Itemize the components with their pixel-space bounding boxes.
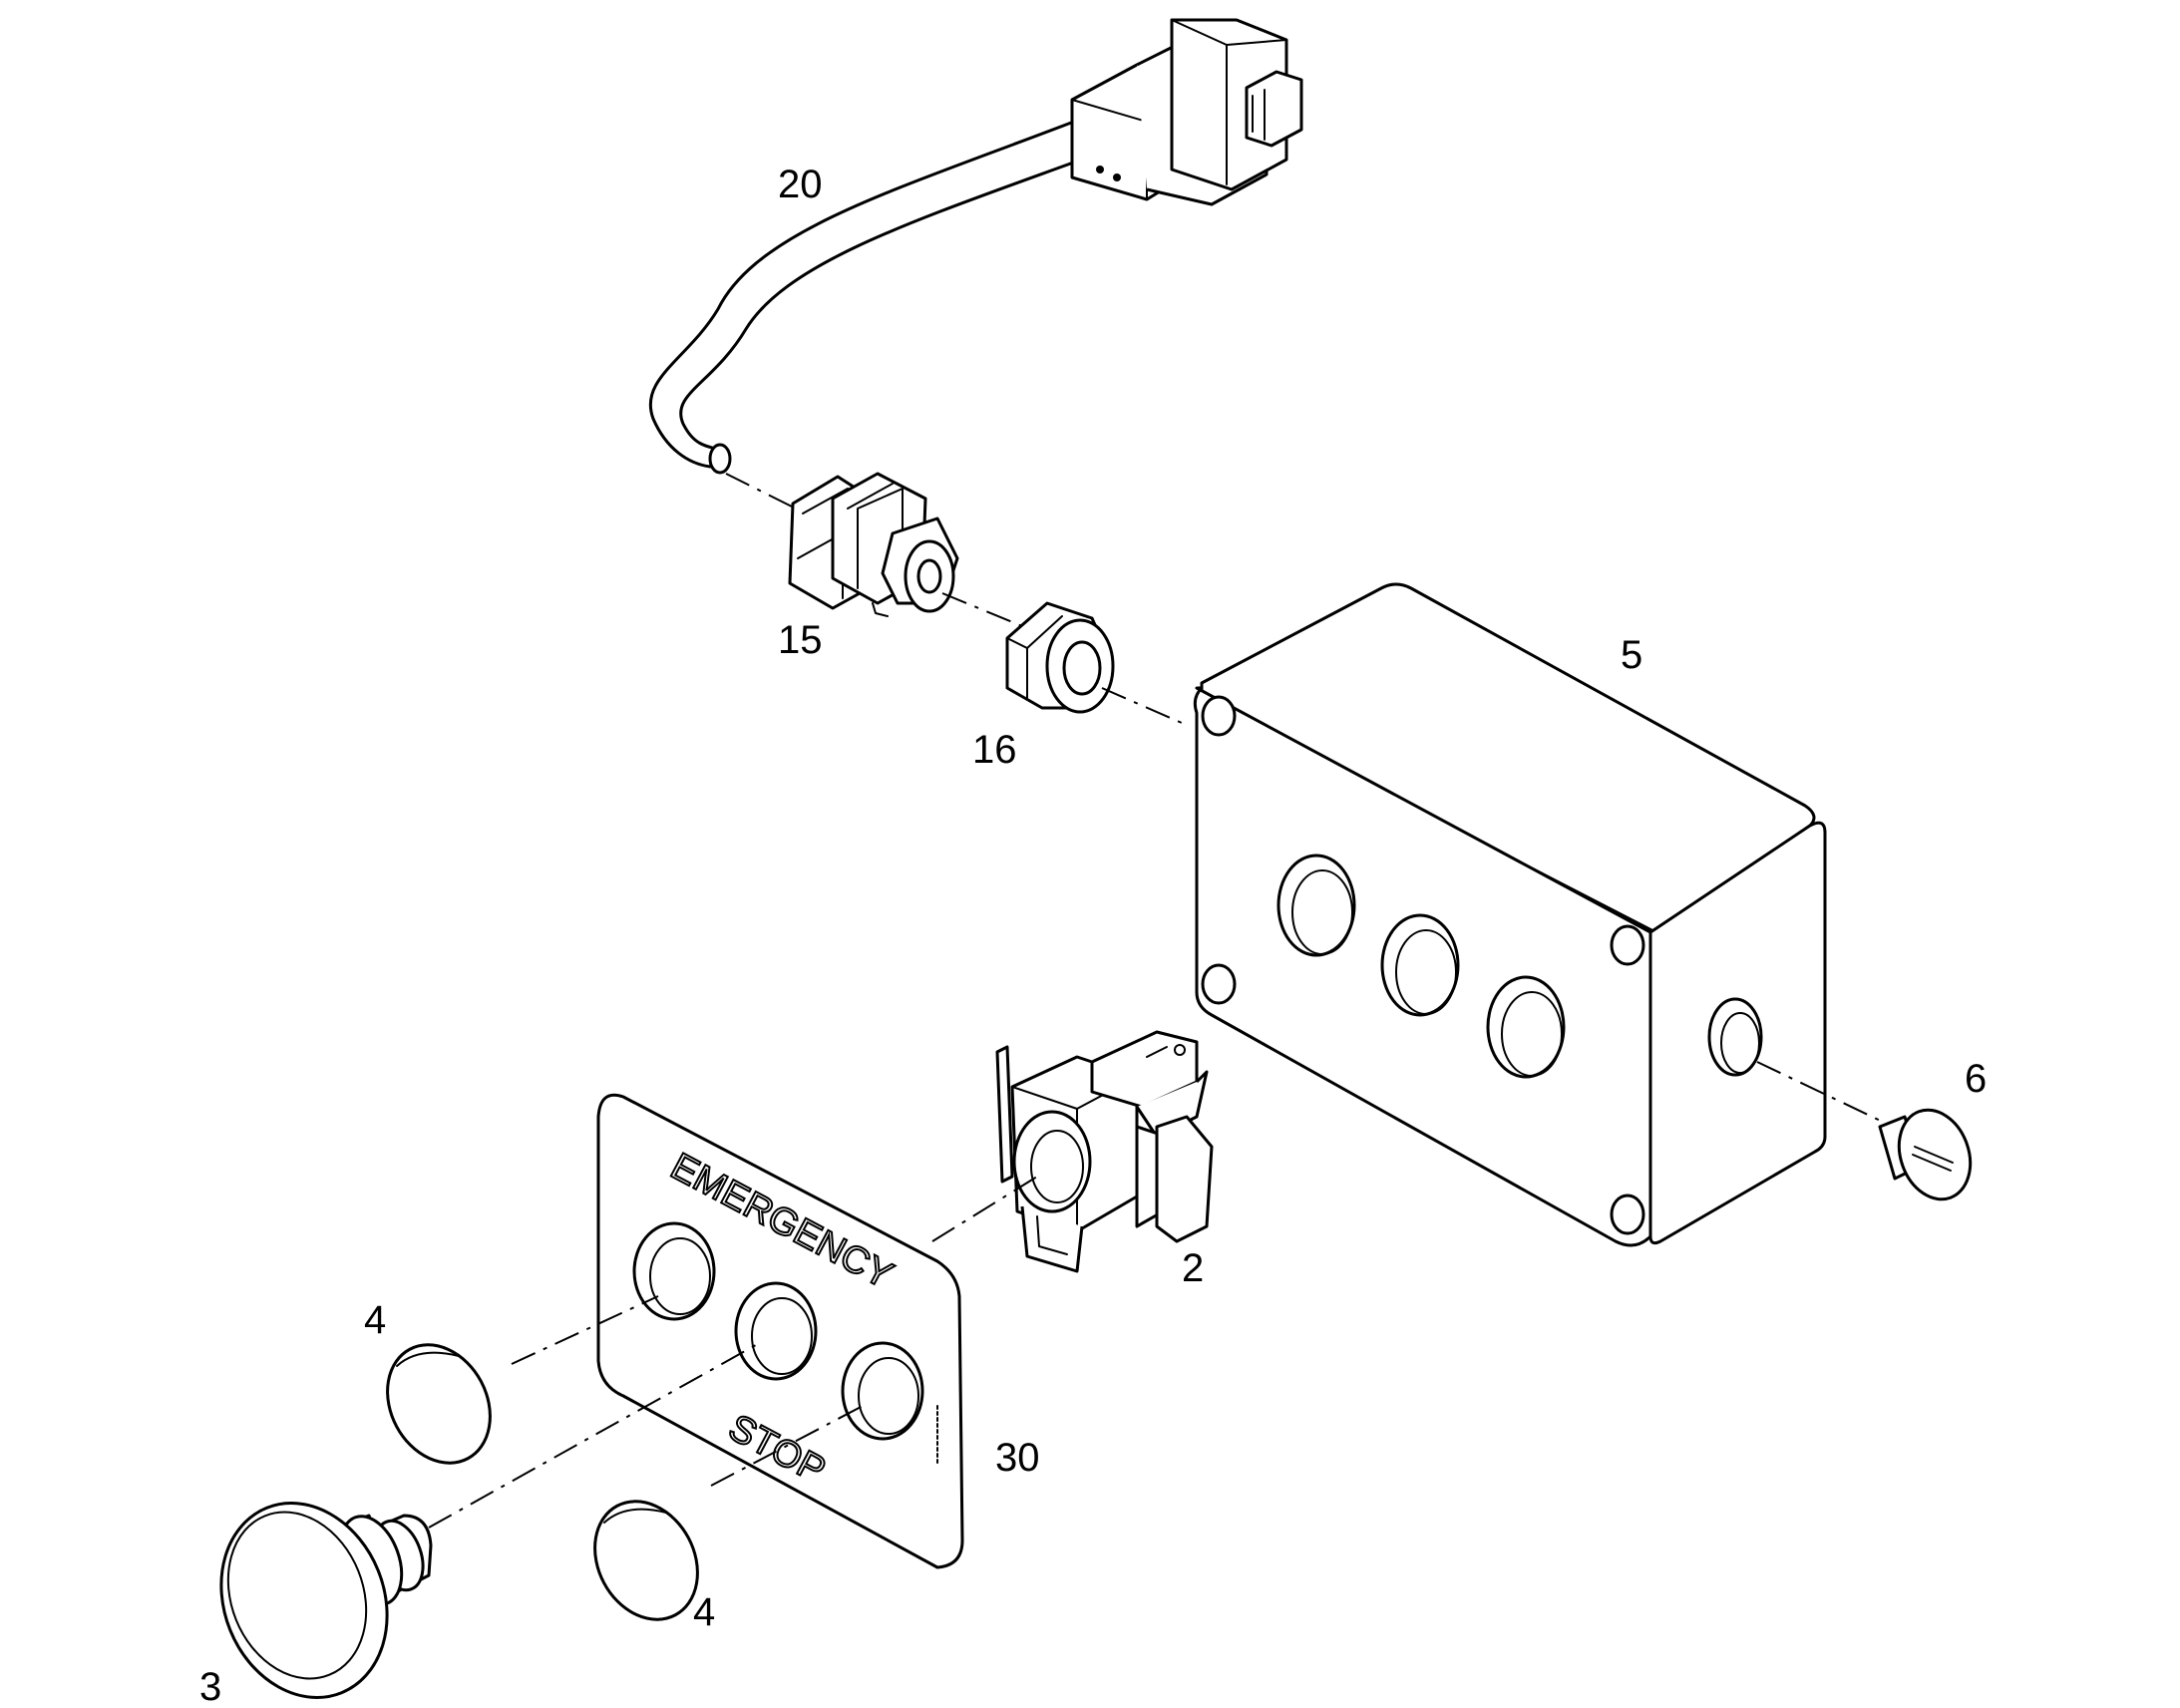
contact-block xyxy=(995,1030,1214,1273)
blank-cap-upper xyxy=(386,1343,492,1465)
callout-enclosure: 5 xyxy=(1621,633,1642,677)
legend-plate: EMERGENCY STOP xyxy=(596,1093,964,1569)
callout-emergency-button: 3 xyxy=(199,1665,221,1708)
callout-blank-cap-lower: 4 xyxy=(693,1590,715,1634)
cable-harness xyxy=(648,18,1303,475)
enclosure-box xyxy=(1193,582,1827,1247)
callout-contact-block: 2 xyxy=(1182,1246,1204,1290)
blank-cap-lower xyxy=(593,1500,699,1621)
emergency-stop-button xyxy=(219,1502,433,1699)
callout-blank-cap-upper: 4 xyxy=(364,1298,386,1342)
cable-gland xyxy=(788,472,959,617)
callout-cable-gland: 15 xyxy=(778,618,823,662)
lock-nut xyxy=(1005,601,1115,714)
blanking-plug xyxy=(1878,1108,1973,1201)
callout-legend-plate: 30 xyxy=(995,1436,1040,1480)
callout-cable-harness: 20 xyxy=(778,163,823,206)
callout-lock-nut: 16 xyxy=(972,728,1017,772)
callout-blanking-plug: 6 xyxy=(1965,1057,1987,1101)
